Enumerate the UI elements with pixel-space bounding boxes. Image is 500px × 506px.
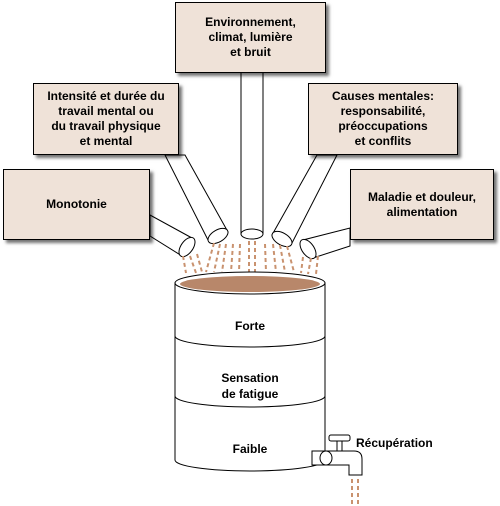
barrel-hoop-upper [174, 335, 326, 348]
barrel [174, 271, 326, 472]
pipes [149, 71, 351, 260]
pipe-mouth-mental [271, 230, 293, 248]
factor-intensity-label: Intensité et durée du travail mental ou … [47, 89, 165, 148]
factor-box-monotony: Monotonie [3, 169, 150, 240]
factor-illness-label: Maladie et douleur, alimentation [367, 189, 477, 219]
factor-box-illness: Maladie et douleur, alimentation [350, 169, 494, 240]
pipe-mouth-monotony [178, 236, 196, 258]
pipe-intensity [164, 154, 229, 241]
level-low-label: Faible [232, 442, 268, 456]
tap [311, 434, 363, 476]
tap-drops [351, 479, 359, 505]
pipe-mouth-intensity [207, 227, 229, 245]
factor-monotony-label: Monotonie [46, 197, 107, 211]
barrel-hoop-lower [174, 395, 326, 408]
recovery-label: Récupération [356, 436, 433, 450]
pipe-mental [271, 154, 338, 244]
factor-box-environment: Environnement, climat, lumière et bruit [175, 2, 326, 73]
tap-ring [319, 450, 333, 466]
factor-mental-label: Causes mentales: responsabilité, préoccu… [331, 89, 435, 148]
factor-box-mental: Causes mentales: responsabilité, préoccu… [308, 83, 458, 155]
barrel-liquid [180, 276, 320, 292]
pipe-mouth-environment [240, 228, 264, 240]
pipe-mouth-illness [299, 238, 317, 260]
level-high-label: Forte [235, 319, 265, 333]
factor-box-intensity: Intensité et durée du travail mental ou … [33, 83, 179, 155]
pipe-environment [240, 71, 264, 235]
drops [182, 241, 319, 275]
fatigue-sensation-label: Sensation de fatigue [221, 371, 279, 401]
factor-environment-label: Environnement, climat, lumière et bruit [205, 15, 296, 59]
tap-handle [328, 434, 351, 442]
